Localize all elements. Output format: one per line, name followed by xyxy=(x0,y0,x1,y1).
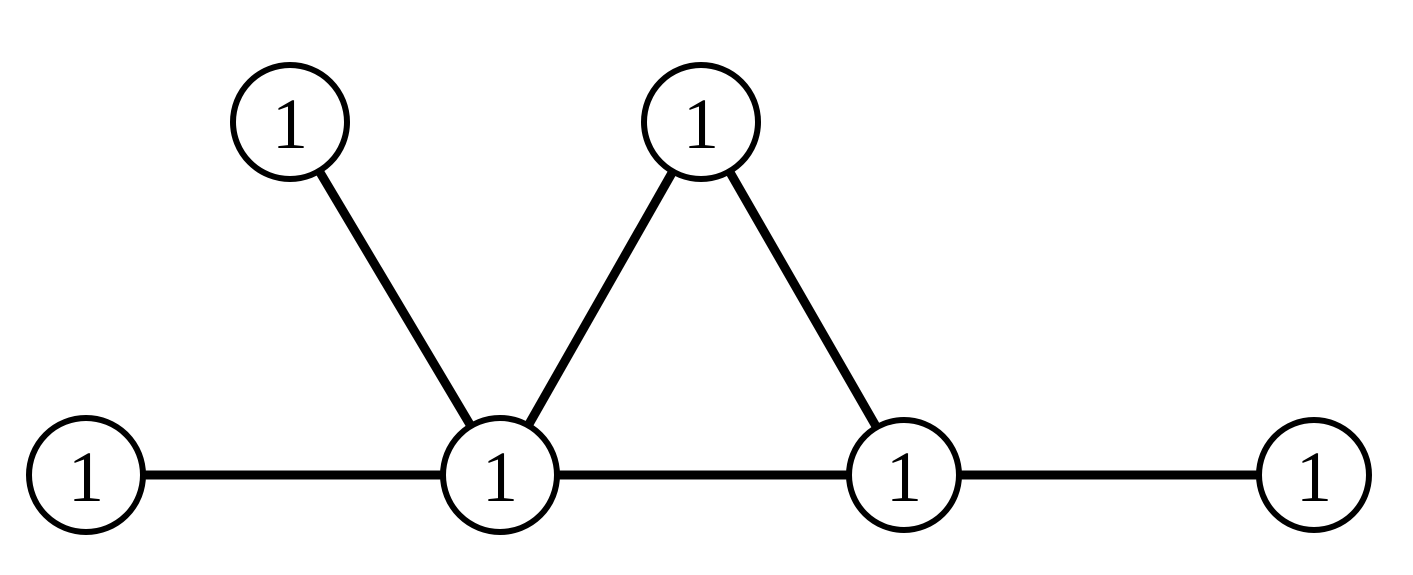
node-left-pendant-circle[interactable] xyxy=(26,415,146,535)
node-right-pendant-label: 1 xyxy=(1296,437,1332,517)
edge-center-to-apex xyxy=(523,168,678,429)
node-center-hub-label: 1 xyxy=(482,437,518,517)
node-right-hub[interactable]: 1 xyxy=(846,417,962,533)
node-top-left-pendant-label: 1 xyxy=(272,84,308,164)
node-triangle-apex-label: 1 xyxy=(683,84,719,164)
node-top-left-pendant[interactable]: 1 xyxy=(230,62,350,182)
node-triangle-apex[interactable]: 1 xyxy=(641,62,761,182)
node-center-hub[interactable]: 1 xyxy=(440,415,560,535)
node-center-hub-circle[interactable] xyxy=(440,415,560,535)
node-left-pendant[interactable]: 1 xyxy=(26,415,146,535)
edges-layer xyxy=(142,167,1260,480)
edge-apex-to-right-hub xyxy=(725,168,881,431)
node-left-pendant-label: 1 xyxy=(68,437,104,517)
node-right-hub-label: 1 xyxy=(886,437,922,517)
node-right-pendant[interactable]: 1 xyxy=(1256,417,1372,533)
nodes-layer: 1 1 1 1 1 1 xyxy=(26,62,1372,535)
node-triangle-apex-circle[interactable] xyxy=(641,62,761,182)
node-right-pendant-circle[interactable] xyxy=(1256,417,1372,533)
edge-top-left-pendant-to-center xyxy=(314,167,476,430)
node-right-hub-circle[interactable] xyxy=(846,417,962,533)
node-top-left-pendant-circle[interactable] xyxy=(230,62,350,182)
